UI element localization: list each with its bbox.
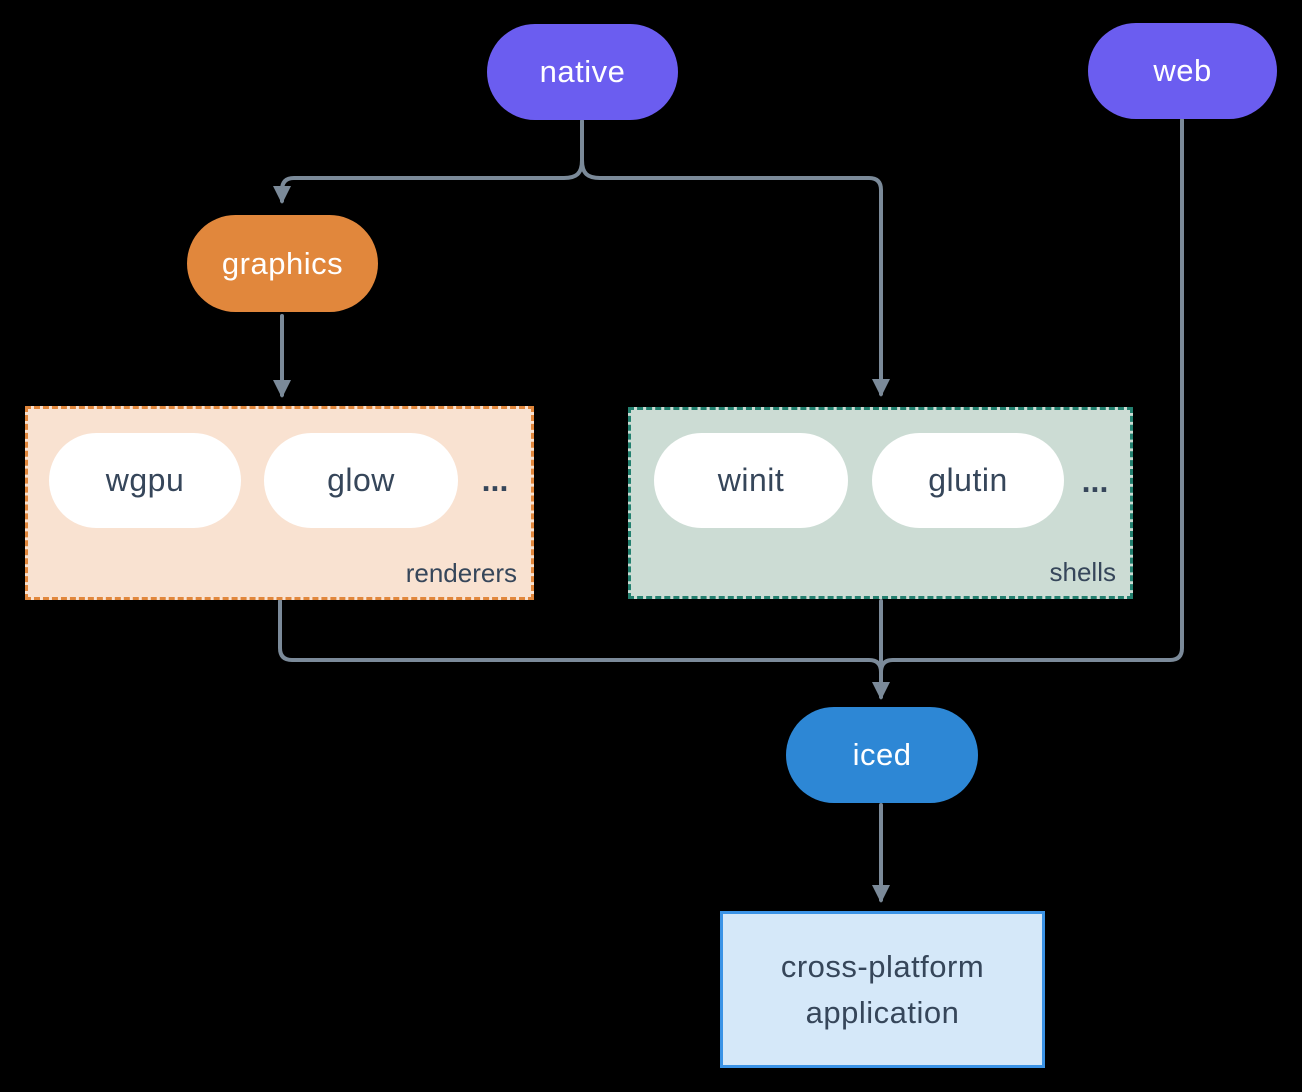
group-shells: winit glutin ... shells xyxy=(628,407,1133,599)
edge-native-to-graphics xyxy=(273,158,584,204)
shells-group-label: shells xyxy=(1049,557,1116,587)
node-wgpu: wgpu xyxy=(49,433,241,528)
renderers-ellipsis: ... xyxy=(481,462,509,498)
application-label-line1: cross-platform xyxy=(780,948,985,984)
node-web: web xyxy=(1088,23,1277,119)
node-iced: iced xyxy=(786,707,978,803)
node-glutin: glutin xyxy=(872,433,1064,528)
edge-native-to-shells xyxy=(580,158,890,397)
edge-renderers-to-iced xyxy=(278,599,883,674)
application-label-line2: application xyxy=(805,994,960,1030)
renderers-group-label: renderers xyxy=(405,558,517,588)
node-cross-platform-application: cross-platform application xyxy=(720,911,1045,1068)
group-renderers: wgpu glow ... renderers xyxy=(25,406,534,600)
shells-ellipsis: ... xyxy=(1081,463,1109,499)
node-winit: winit xyxy=(654,433,848,528)
node-native: native xyxy=(487,24,678,120)
node-glow: glow xyxy=(264,433,458,528)
node-graphics: graphics xyxy=(187,215,378,312)
